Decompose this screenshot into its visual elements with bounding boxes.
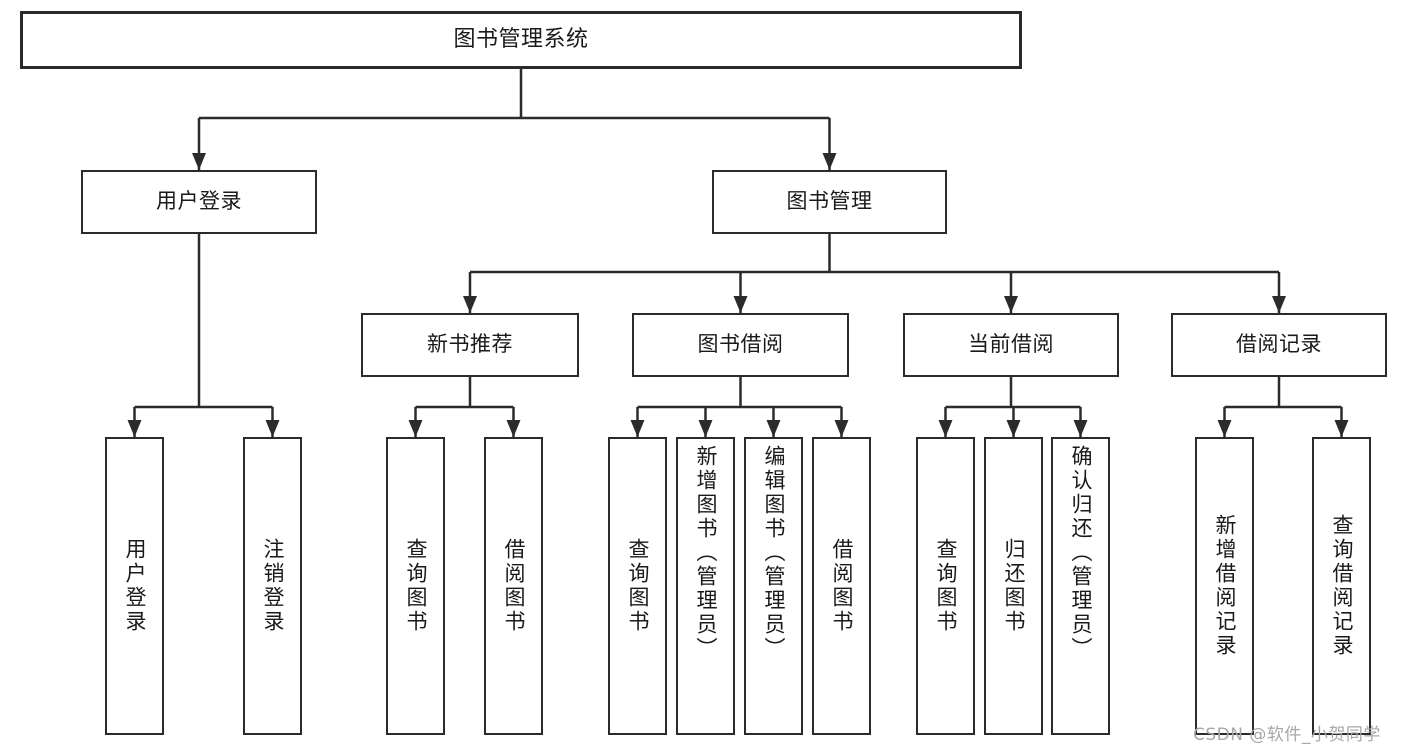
node-leaf-query-record[interactable]: 查询借阅记录 [1312, 437, 1371, 735]
arrowhead-icon-leaf-borrow-book-1 [506, 420, 521, 437]
node-borrow-record[interactable]: 借阅记录 [1171, 313, 1387, 377]
node-leaf-confirm-return[interactable]: 确认归还（管理员） [1051, 437, 1110, 735]
arrowhead-icon-leaf-add-record [1217, 420, 1232, 437]
node-leaf-return-book[interactable]: 归还图书 [984, 437, 1043, 735]
node-label-borrow-record: 借阅记录 [1236, 332, 1322, 357]
arrowhead-icon-leaf-user-login [127, 420, 142, 437]
arrowhead-icon-user-login [192, 153, 206, 170]
node-label-leaf-add-book: 新增图书（管理员） [694, 445, 718, 661]
node-label-root: 图书管理系统 [453, 26, 589, 52]
node-label-leaf-query-record: 查询借阅记录 [1330, 514, 1354, 658]
arrowhead-icon-current-borrow [1004, 296, 1018, 313]
node-label-user-login: 用户登录 [156, 189, 242, 214]
node-label-leaf-logout: 注销登录 [261, 538, 285, 634]
arrowhead-icon-book-borrow [733, 296, 748, 313]
node-label-leaf-borrow-book-2: 借阅图书 [830, 538, 854, 634]
node-current-borrow[interactable]: 当前借阅 [903, 313, 1119, 377]
node-label-leaf-edit-book: 编辑图书（管理员） [762, 445, 786, 661]
arrowhead-icon-book-manage [822, 153, 837, 170]
arrowhead-icon-leaf-logout [265, 420, 280, 437]
watermark-text: CSDN @软件_小贺同学 [1193, 725, 1381, 745]
arrowhead-icon-borrow-record [1272, 296, 1286, 313]
node-label-current-borrow: 当前借阅 [968, 332, 1054, 357]
arrowhead-icon-leaf-confirm-return [1073, 420, 1088, 437]
node-leaf-user-login[interactable]: 用户登录 [105, 437, 164, 735]
node-leaf-add-record[interactable]: 新增借阅记录 [1195, 437, 1254, 735]
node-leaf-query-book-1[interactable]: 查询图书 [386, 437, 445, 735]
node-label-leaf-confirm-return: 确认归还（管理员） [1069, 445, 1093, 661]
node-label-leaf-query-book-1: 查询图书 [404, 538, 428, 634]
node-label-leaf-add-record: 新增借阅记录 [1213, 514, 1237, 658]
node-label-new-book-rec: 新书推荐 [427, 332, 513, 357]
node-new-book-rec[interactable]: 新书推荐 [361, 313, 579, 377]
arrowhead-icon-leaf-add-book [698, 420, 713, 437]
node-label-leaf-return-book: 归还图书 [1002, 538, 1026, 634]
node-leaf-logout[interactable]: 注销登录 [243, 437, 302, 735]
node-label-leaf-query-book-2: 查询图书 [626, 538, 650, 634]
arrowhead-icon-leaf-edit-book [766, 420, 781, 437]
node-leaf-query-book-2[interactable]: 查询图书 [608, 437, 667, 735]
arrowhead-icon-leaf-borrow-book-2 [834, 420, 849, 437]
node-label-leaf-borrow-book-1: 借阅图书 [502, 538, 526, 634]
node-label-book-manage: 图书管理 [786, 189, 873, 214]
arrowhead-icon-new-book-rec [463, 296, 477, 313]
node-root[interactable]: 图书管理系统 [20, 11, 1022, 69]
arrowhead-icon-leaf-query-book-2 [630, 420, 645, 437]
node-label-leaf-user-login: 用户登录 [123, 538, 147, 634]
node-book-manage[interactable]: 图书管理 [712, 170, 947, 234]
node-leaf-add-book[interactable]: 新增图书（管理员） [676, 437, 735, 735]
arrowhead-icon-leaf-query-book-3 [938, 420, 953, 437]
node-label-book-borrow: 图书借阅 [697, 332, 784, 357]
node-leaf-borrow-book-2[interactable]: 借阅图书 [812, 437, 871, 735]
node-leaf-edit-book[interactable]: 编辑图书（管理员） [744, 437, 803, 735]
node-label-leaf-query-book-3: 查询图书 [934, 538, 958, 634]
arrowhead-icon-leaf-return-book [1006, 420, 1021, 437]
arrowhead-icon-leaf-query-book-1 [408, 420, 423, 437]
arrowhead-icon-leaf-query-record [1334, 420, 1349, 437]
node-book-borrow[interactable]: 图书借阅 [632, 313, 849, 377]
node-leaf-borrow-book-1[interactable]: 借阅图书 [484, 437, 543, 735]
node-user-login[interactable]: 用户登录 [81, 170, 317, 234]
node-leaf-query-book-3[interactable]: 查询图书 [916, 437, 975, 735]
